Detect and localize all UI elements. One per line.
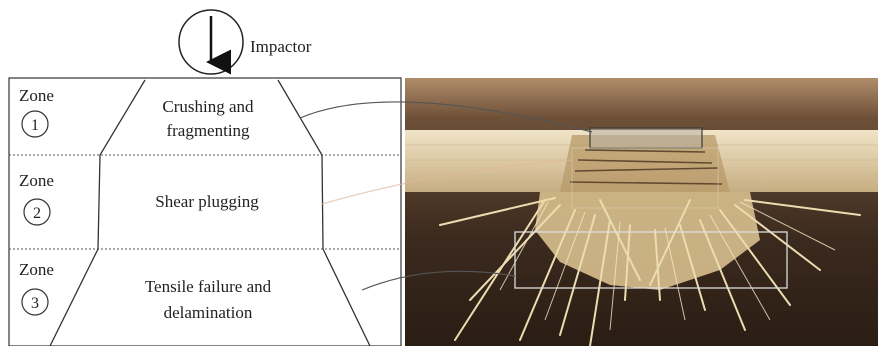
zone-1-description-line-1: Crushing and	[162, 97, 254, 116]
zone-schematic: Zone 1 Crushing and fragmenting Zone 2 S…	[9, 78, 401, 346]
zone-2-description-line-1: Shear plugging	[155, 192, 259, 211]
zone-1-description-line-2: fragmenting	[166, 121, 250, 140]
zone-1-number: 1	[31, 117, 39, 134]
zone-3-label: Zone	[19, 260, 54, 279]
zone-2-number: 2	[33, 205, 41, 222]
impactor: Impactor	[179, 10, 312, 74]
zone-1-region-box	[590, 128, 702, 148]
zone-3-description-line-1: Tensile failure and	[145, 277, 272, 296]
impactor-label: Impactor	[250, 37, 312, 56]
specimen-photo	[405, 78, 878, 346]
zone-3-number: 3	[31, 295, 39, 312]
zone-1-label: Zone	[19, 86, 54, 105]
zone-3-description-line-2: delamination	[164, 303, 253, 322]
zone-2-label: Zone	[19, 171, 54, 190]
